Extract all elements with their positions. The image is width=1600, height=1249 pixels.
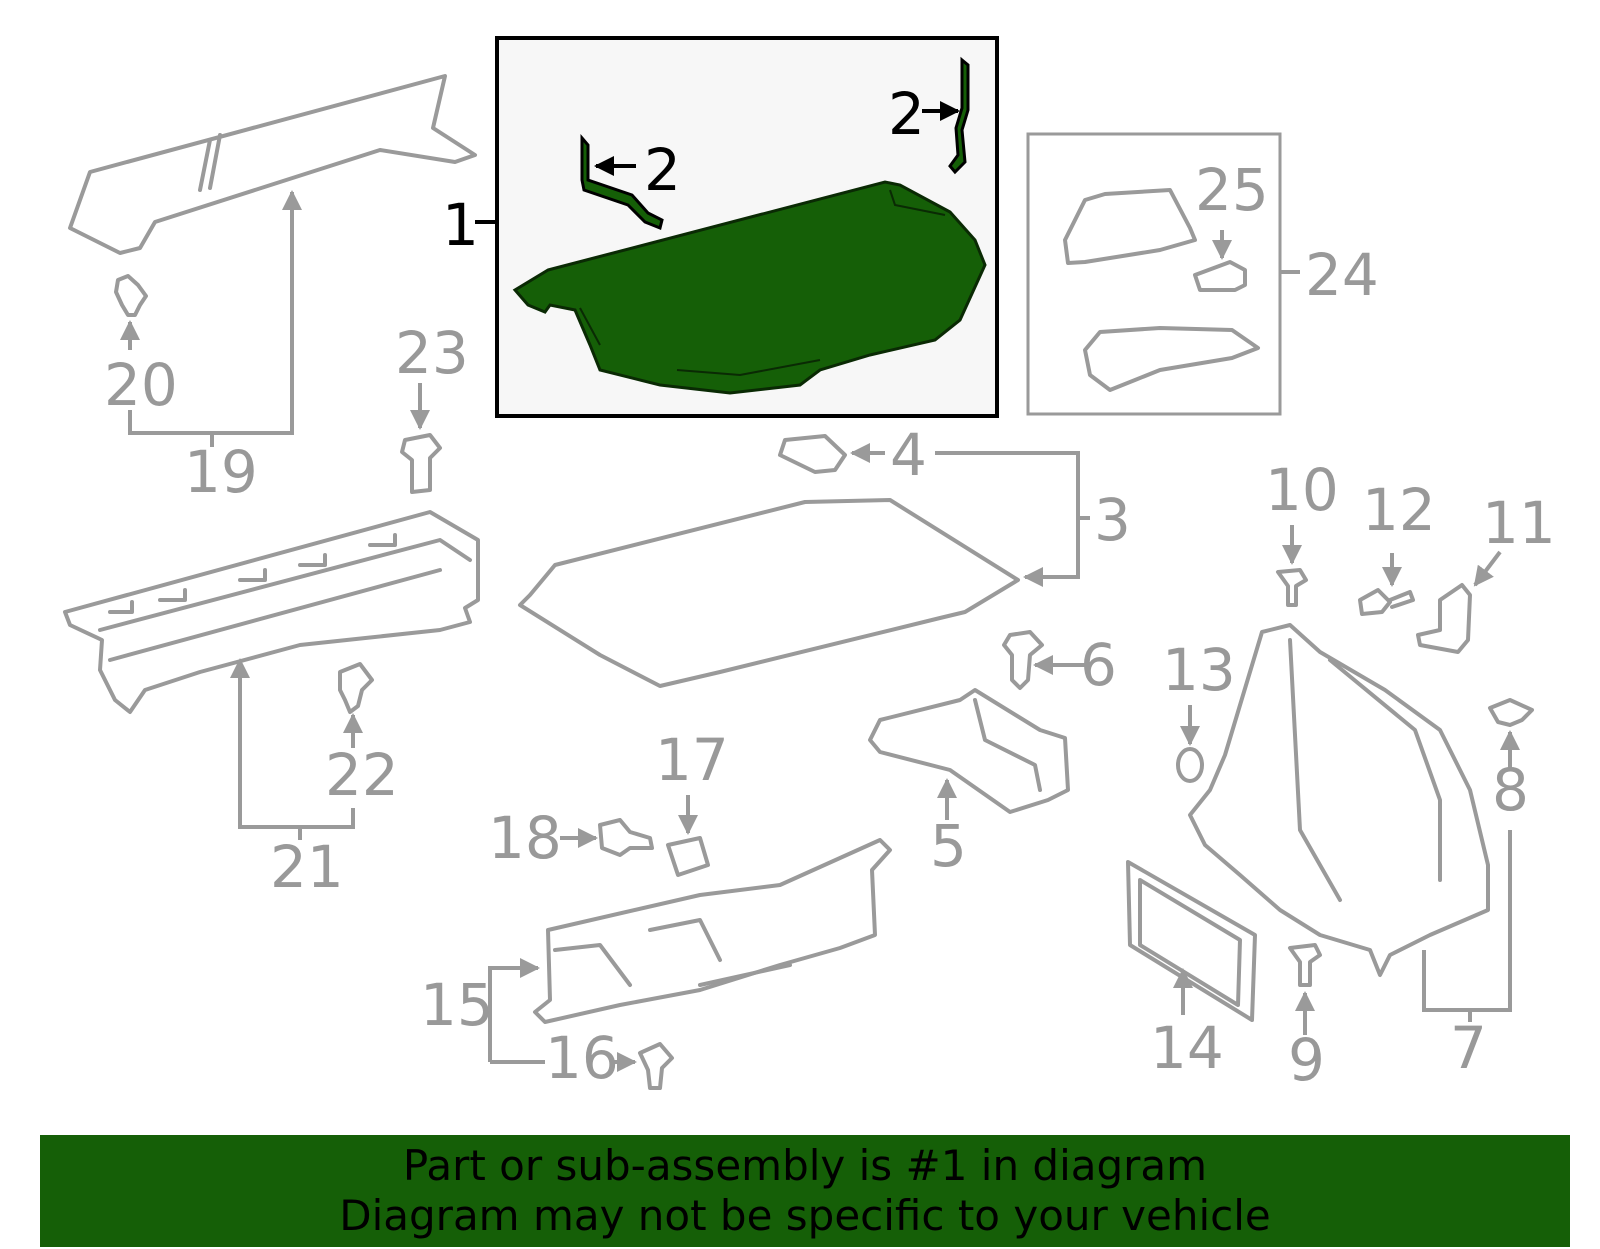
- callout-20[interactable]: 20: [104, 351, 178, 419]
- screw-6[interactable]: [1002, 630, 1044, 690]
- leader-7: [1422, 830, 1512, 1012]
- clip-16[interactable]: [638, 1042, 674, 1090]
- leader-15: [488, 958, 540, 1062]
- pin-10[interactable]: [1276, 568, 1308, 607]
- nut-17[interactable]: [666, 836, 710, 877]
- quarter-trim-panel[interactable]: [1188, 623, 1490, 977]
- bracket-right[interactable]: [948, 56, 970, 175]
- banner-line-2: Diagram may not be specific to your vehi…: [339, 1191, 1271, 1240]
- callout-2-right[interactable]: 2: [888, 80, 925, 148]
- latch-cover[interactable]: [1063, 188, 1197, 265]
- callout-21[interactable]: 21: [270, 833, 344, 901]
- rail-ridge: [98, 538, 472, 662]
- part-24-group: [1026, 132, 1300, 416]
- callout-7[interactable]: 7: [1450, 1014, 1487, 1082]
- rear-sill-plate[interactable]: [533, 838, 892, 1024]
- callout-13[interactable]: 13: [1162, 636, 1236, 704]
- highlighted-assembly-group: [475, 36, 999, 418]
- latch-base[interactable]: [1083, 326, 1260, 392]
- bolt-12[interactable]: [1358, 588, 1415, 616]
- callout-19[interactable]: 19: [184, 438, 258, 506]
- callout-10[interactable]: 10: [1265, 456, 1339, 524]
- clip-4[interactable]: [778, 434, 847, 474]
- tray-detail-line: [579, 307, 601, 346]
- part-5-group: [868, 630, 1088, 820]
- washer-13[interactable]: [1176, 747, 1204, 783]
- callout-12[interactable]: 12: [1362, 476, 1436, 544]
- part-15-group: [488, 795, 892, 1090]
- callout-16[interactable]: 16: [545, 1024, 619, 1092]
- callout-2-left[interactable]: 2: [644, 136, 681, 204]
- callout-22[interactable]: 22: [325, 741, 399, 809]
- pin-9[interactable]: [1288, 943, 1322, 987]
- leader-11: [1473, 550, 1502, 587]
- callout-11[interactable]: 11: [1482, 489, 1556, 557]
- banner-line-1: Part or sub-assembly is #1 in diagram: [402, 1141, 1208, 1190]
- quarter-trim-ridge: [1288, 638, 1442, 902]
- part-19-group: [68, 74, 477, 447]
- tray-detail-line: [889, 189, 946, 216]
- callout-17[interactable]: 17: [655, 726, 729, 794]
- leader-3: [935, 451, 1080, 587]
- info-banner: Part or sub-assembly is #1 in diagram Di…: [40, 1135, 1570, 1247]
- callout-3[interactable]: 3: [1094, 486, 1131, 554]
- part-3-group: [518, 434, 1090, 688]
- clip-8[interactable]: [1488, 698, 1534, 727]
- callout-15[interactable]: 15: [420, 971, 494, 1039]
- callout-4[interactable]: 4: [890, 421, 927, 489]
- trunk-floor-mat[interactable]: [518, 498, 1020, 688]
- callout-25[interactable]: 25: [1195, 156, 1269, 224]
- trim-seam: [198, 133, 222, 192]
- sill-detail: [553, 918, 792, 987]
- part-7-group: [1126, 525, 1534, 1035]
- package-tray-panel[interactable]: [512, 180, 987, 395]
- leader-21: [230, 658, 355, 829]
- part-21-group: [63, 383, 480, 840]
- callout-23[interactable]: 23: [395, 319, 469, 387]
- rail-slots: [108, 533, 397, 614]
- clip-20[interactable]: [114, 274, 148, 317]
- callout-labels: 1 2 2 3 4 5 6 7 8 9 10 11 12 13 14 15 16…: [104, 80, 1556, 1094]
- pin-25[interactable]: [1193, 260, 1247, 292]
- tray-detail-line: [676, 359, 821, 377]
- bolt-18[interactable]: [598, 818, 654, 857]
- callout-1[interactable]: 1: [442, 191, 479, 259]
- jack-holder[interactable]: [868, 688, 1070, 814]
- callout-14[interactable]: 14: [1150, 1014, 1224, 1082]
- callout-5[interactable]: 5: [930, 812, 967, 880]
- callout-24[interactable]: 24: [1305, 241, 1379, 309]
- jack-holder-detail: [973, 698, 1042, 792]
- clip-22[interactable]: [338, 662, 374, 714]
- callout-6[interactable]: 6: [1080, 631, 1117, 699]
- bolt-23[interactable]: [400, 433, 442, 494]
- bracket-11[interactable]: [1416, 583, 1472, 654]
- bracket-left[interactable]: [580, 133, 664, 231]
- callout-8[interactable]: 8: [1492, 756, 1529, 824]
- callout-9[interactable]: 9: [1288, 1026, 1325, 1094]
- trunk-upper-trim[interactable]: [68, 74, 477, 255]
- vent-14[interactable]: [1126, 860, 1257, 1022]
- side-rail-trim[interactable]: [63, 510, 480, 714]
- callout-18[interactable]: 18: [488, 804, 562, 872]
